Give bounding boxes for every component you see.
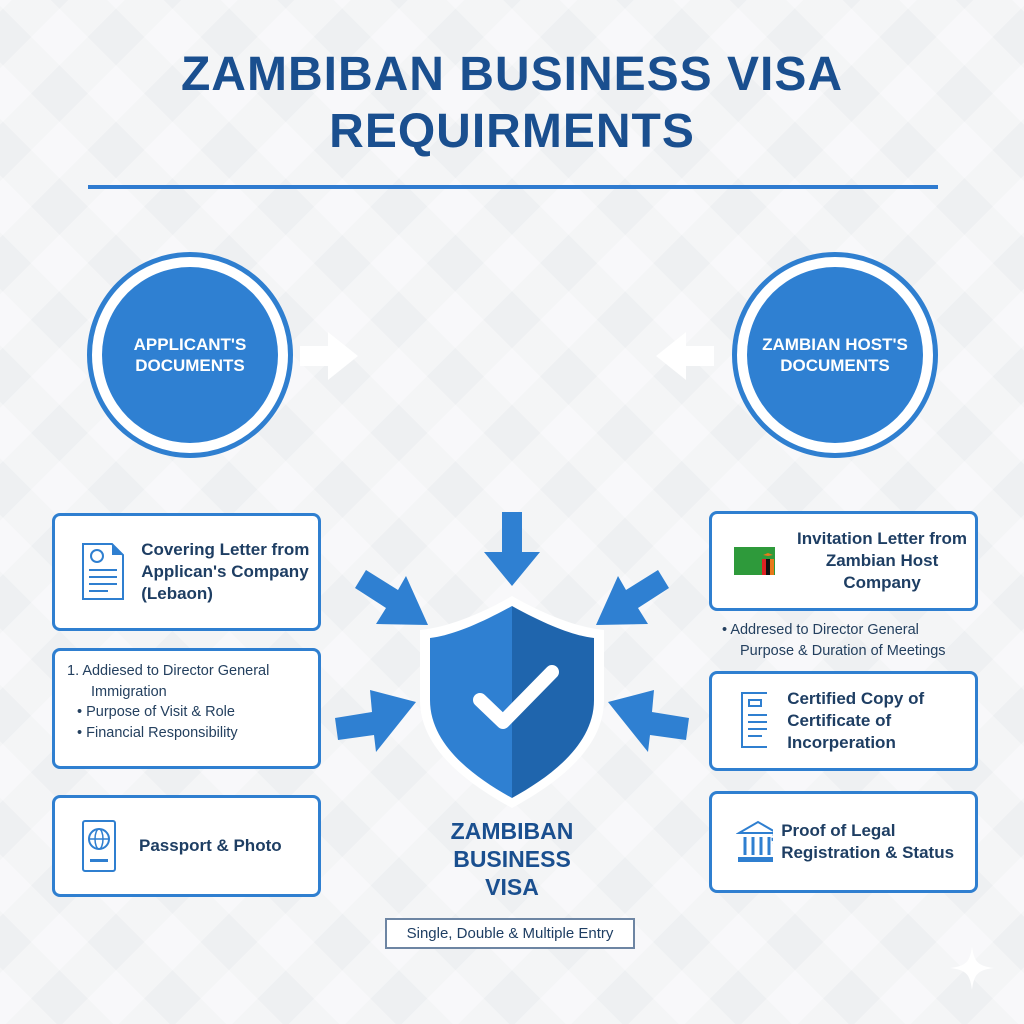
arrow-lower-left-icon: [335, 690, 416, 752]
certificate-icon: [741, 692, 768, 748]
arrow-upper-right-icon: [596, 570, 669, 625]
document-icon: [82, 543, 124, 600]
page-title: ZAMBIBAN BUSINESS VISA REQUIRMENTS: [180, 48, 844, 158]
registration-card: Proof of Legal Registration & Status: [709, 791, 978, 893]
certificate-card: Certified Copy of Certificate of Incorpe…: [709, 671, 978, 771]
arrow-lower-right-icon: [608, 690, 689, 752]
arrow-down-icon: [484, 512, 540, 586]
covering-letter-card: Covering Letter from Applican's Company …: [52, 513, 321, 631]
arrow-upper-left-icon: [355, 570, 428, 625]
visa-title: ZAMBIBAN BUSINESS VISA: [450, 818, 574, 900]
covering-letter-list: 1. Addiesed to Director General Immigrat…: [67, 663, 270, 741]
zambia-flag-icon: [734, 547, 776, 575]
bank-gear-icon: [736, 820, 774, 862]
passport-icon: [82, 820, 116, 872]
title-divider: [88, 185, 938, 189]
arrow-left-icon: [656, 332, 714, 380]
invitation-letter-card: Invitation Letter from Zambian Host Comp…: [709, 511, 978, 611]
passport-card: Passport & Photo: [52, 795, 321, 897]
sparkle-icon: [950, 946, 994, 990]
invitation-notes: • Addresed to Director General Purpose &…: [722, 622, 946, 659]
arrow-right-icon: [300, 332, 358, 380]
covering-letter-details-card: 1. Addiesed to Director General Immigrat…: [52, 648, 321, 769]
entry-types-badge: Single, Double & Multiple Entry: [385, 918, 635, 949]
shield-check-icon: [420, 596, 604, 808]
